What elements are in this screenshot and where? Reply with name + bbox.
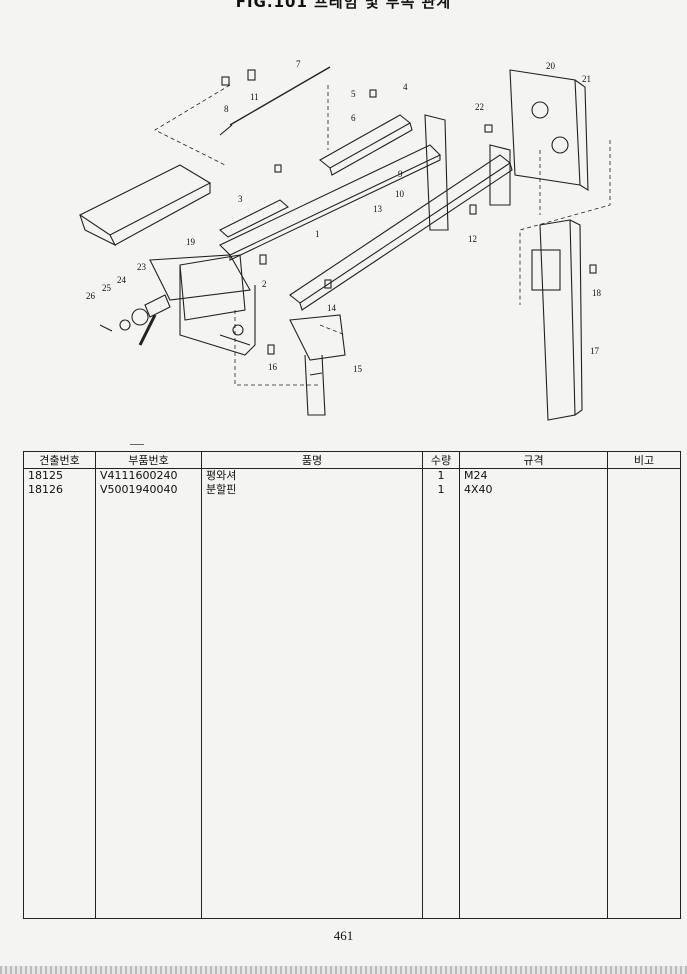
callout-3: 3 xyxy=(238,194,243,204)
cell-name: 분할핀 xyxy=(201,483,423,497)
cell-note xyxy=(607,483,681,497)
callout-25: 25 xyxy=(102,283,112,293)
header-part-no: 부품번호 xyxy=(95,451,202,469)
cell-part-no: V4111600240 xyxy=(95,468,202,483)
cell-spec: M24 xyxy=(459,468,608,483)
callout-8: 8 xyxy=(224,104,229,114)
cell-name: 평와셔 xyxy=(201,468,423,483)
callout-4: 4 xyxy=(403,82,408,92)
callout-11: 11 xyxy=(250,92,259,102)
callout-23: 23 xyxy=(137,262,147,272)
cell-part-no: V5001940040 xyxy=(95,483,202,497)
callout-20: 20 xyxy=(546,61,556,71)
cell-ref: 18125 xyxy=(23,468,96,483)
header-ref: 견출번호 xyxy=(23,451,96,469)
callout-22: 22 xyxy=(475,102,484,112)
exploded-parts-diagram: 1 2 3 4 5 6 7 8 9 10 11 12 13 14 15 16 1… xyxy=(70,55,630,440)
callout-19: 19 xyxy=(186,237,196,247)
cell-qty: 1 xyxy=(422,483,460,497)
callout-24: 24 xyxy=(117,275,127,285)
callout-10: 10 xyxy=(395,189,405,199)
cell-note xyxy=(607,468,681,483)
cell-ref: 18126 xyxy=(23,483,96,497)
header-mark xyxy=(130,444,144,445)
callout-16: 16 xyxy=(268,362,278,372)
figure-title: FIG.101 프레임 및 부속 관계 xyxy=(235,0,452,11)
header-name: 품명 xyxy=(201,451,423,469)
cell-qty: 1 xyxy=(422,468,460,483)
callout-17: 17 xyxy=(590,346,600,356)
callout-21: 21 xyxy=(582,74,591,84)
callout-15: 15 xyxy=(353,364,363,374)
cell-spec: 4X40 xyxy=(459,483,608,497)
callout-26: 26 xyxy=(86,291,96,301)
table-empty-area xyxy=(23,497,681,919)
header-spec: 규격 xyxy=(459,451,608,469)
table-row: 18126 V5001940040 분할핀 1 4X40 xyxy=(23,483,681,497)
callout-18: 18 xyxy=(592,288,602,298)
header-qty: 수량 xyxy=(422,451,460,469)
page-number: 461 xyxy=(333,928,354,943)
callout-2: 2 xyxy=(262,279,267,289)
callout-7: 7 xyxy=(296,59,301,69)
callout-14: 14 xyxy=(327,303,337,313)
callout-9: 9 xyxy=(398,169,403,179)
callout-6: 6 xyxy=(351,113,356,123)
callout-12: 12 xyxy=(468,234,477,244)
table-row: 18125 V4111600240 평와셔 1 M24 xyxy=(23,468,681,483)
scan-edge xyxy=(0,966,687,974)
callout-5: 5 xyxy=(351,89,356,99)
parts-table: 견출번호 부품번호 품명 수량 규격 비고 18125 V4111600240 … xyxy=(23,451,681,919)
callout-1: 1 xyxy=(315,229,320,239)
callout-13: 13 xyxy=(373,204,383,214)
table-header-row: 견출번호 부품번호 품명 수량 규격 비고 xyxy=(23,451,681,469)
header-note: 비고 xyxy=(607,451,681,469)
